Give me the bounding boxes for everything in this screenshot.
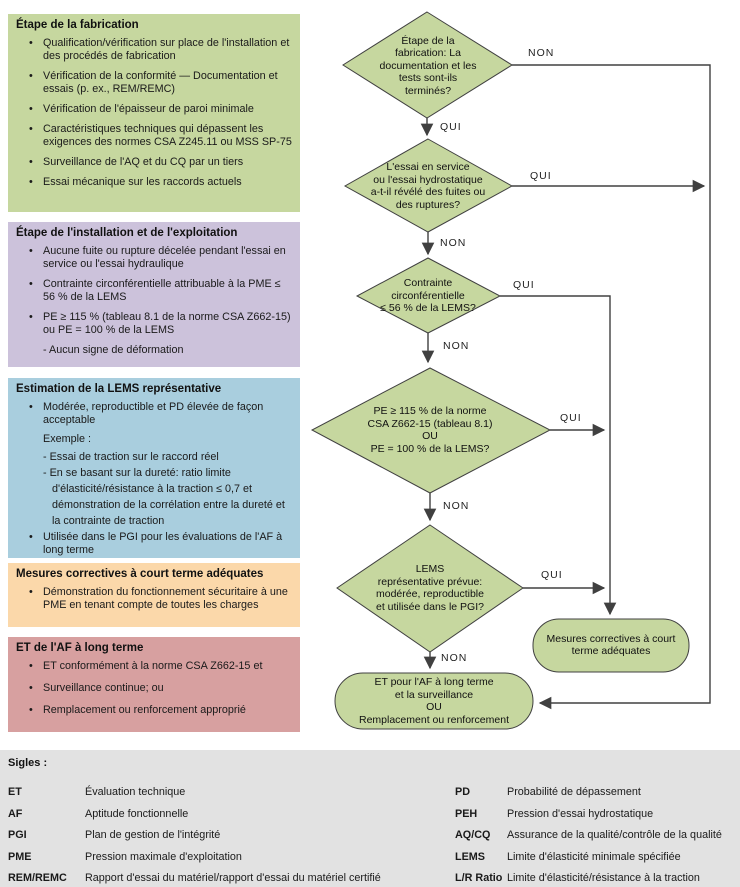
- lems-box-title: Estimation de la LEMS représentative: [16, 383, 222, 395]
- installation-box-title: Étape de l'installation et de l'exploita…: [16, 227, 238, 239]
- lems-estimation-box: Estimation de la LEMS représentative Mod…: [8, 378, 300, 558]
- list-item: Modérée, reproductible et PD élevée de f…: [16, 401, 292, 427]
- example-dash-list: - Essai de traction sur le raccord réel …: [43, 449, 292, 529]
- fabrication-box-title: Étape de la fabrication: [16, 19, 139, 31]
- list-item: Remplacement ou renforcement approprié: [16, 704, 292, 717]
- long-term-assessment-title: ET de l'AF à long terme: [16, 642, 144, 654]
- edge-label-qui: QUI: [513, 279, 535, 291]
- sigle-def: Rapport d'essai du matériel/rapport d'es…: [85, 872, 381, 884]
- list-item: Qualification/vérification sur place de …: [16, 37, 292, 63]
- sigles-legend: Sigles : ET Évaluation technique PD Prob…: [0, 750, 740, 887]
- list-item: ET conformément à la norme CSA Z662-15 e…: [16, 660, 292, 673]
- sigle-term: REM/REMC: [8, 872, 67, 884]
- sigle-term: PGI: [8, 829, 27, 841]
- list-item: Aucune fuite ou rupture décelée pendant …: [16, 245, 292, 271]
- corrective-measures-title: Mesures correctives à court terme adéqua…: [16, 568, 264, 580]
- sigle-term: AQ/CQ: [455, 829, 491, 841]
- sigle-term: PEH: [455, 807, 478, 820]
- list-item: Vérification de l'épaisseur de paroi min…: [16, 103, 292, 116]
- terminal-node-text: ET pour l'AF à long terme et la surveill…: [359, 676, 509, 726]
- sigle-row: ET Évaluation technique PD Probabilité d…: [8, 785, 734, 799]
- sigle-def: Plan de gestion de l'intégrité: [85, 829, 221, 841]
- edge-label-non: NON: [441, 652, 468, 664]
- corrective-measures-box: Mesures correctives à court terme adéqua…: [8, 563, 300, 627]
- decision-lems-text: LEMS représentative prévue: modérée, rep…: [376, 563, 484, 613]
- edge-label-non: NON: [440, 237, 467, 249]
- sigle-term: ET: [8, 786, 22, 798]
- installation-bullet-list: Aucune fuite ou rupture décelée pendant …: [16, 245, 292, 357]
- fabrication-bullet-list: Qualification/vérification sur place de …: [16, 37, 292, 189]
- dash-list-item: - Essai de traction sur le raccord réel: [43, 451, 219, 463]
- sigle-term: L/R Ratio: [455, 872, 503, 884]
- list-item: Utilisée dans le PGI pour les évaluation…: [16, 531, 292, 557]
- list-item-text: PE ≥ 115 % (tableau 8.1 de la norme CSA …: [43, 311, 291, 336]
- sigle-def: Aptitude fonctionnelle: [85, 807, 189, 820]
- sigle-term: AF: [8, 807, 23, 820]
- sigle-def: Assurance de la qualité/contrôle de la q…: [507, 829, 722, 841]
- lems-bullet-list-2: Utilisée dans le PGI pour les évaluation…: [16, 531, 292, 557]
- edge-label-qui: QUI: [440, 121, 462, 133]
- list-item: PE ≥ 115 % (tableau 8.1 de la norme CSA …: [16, 311, 292, 357]
- edge-label-qui: QUI: [560, 412, 582, 424]
- decision-hydro-test-text: L'essai en service ou l'essai hydrostati…: [370, 161, 486, 211]
- corrective-measures-list: Démonstration du fonctionnement sécurita…: [16, 586, 292, 612]
- corrective-measures-node-text: Mesures correctives à court terme adéqua…: [546, 632, 676, 658]
- sigles-title: Sigles :: [8, 757, 48, 769]
- sigle-row: REM/REMC Rapport d'essai du matériel/rap…: [8, 871, 734, 885]
- sigles-grid: ET Évaluation technique PD Probabilité d…: [8, 785, 734, 887]
- sub-list-item: - Aucun signe de déformation: [43, 344, 184, 356]
- sigle-row: AF Aptitude fonctionnelle PEH Pression d…: [8, 807, 734, 821]
- sigle-def: Probabilité de dépassement: [507, 786, 641, 798]
- list-item: Contrainte circonférentielle attribuable…: [16, 278, 292, 304]
- decision-hoop-stress-text: Contrainte circonférentielle ≤ 56 % de l…: [380, 277, 476, 315]
- sigle-def: Pression maximale d'exploitation: [85, 850, 242, 863]
- sigle-term: PME: [8, 850, 32, 863]
- list-item: Vérification de la conformité — Document…: [16, 70, 292, 96]
- sigle-def: Pression d'essai hydrostatique: [507, 807, 654, 820]
- edge-label-non: NON: [443, 340, 470, 352]
- sigle-row: PGI Plan de gestion de l'intégrité AQ/CQ…: [8, 828, 734, 842]
- long-term-assessment-box: ET de l'AF à long terme ET conformément …: [8, 637, 300, 732]
- lems-bullet-list: Modérée, reproductible et PD élevée de f…: [16, 401, 292, 427]
- sigle-def: Limite d'élasticité minimale spécifiée: [507, 850, 681, 863]
- edge-d1-non-to-terminal: [512, 64, 711, 710]
- dash-list-item: - En se basant sur la dureté: ratio limi…: [43, 467, 285, 527]
- sigle-def: Évaluation technique: [85, 786, 186, 798]
- sigle-row: PME Pression maximale d'exploitation LEM…: [8, 850, 734, 864]
- edge-label-qui: QUI: [530, 170, 552, 182]
- list-item: Essai mécanique sur les raccords actuels: [16, 176, 292, 189]
- decision-pe-text: PE ≥ 115 % de la norme CSA Z662-15 (tabl…: [367, 405, 493, 455]
- list-item: Caractéristiques techniques qui dépassen…: [16, 123, 292, 149]
- example-label: Exemple :: [43, 433, 92, 445]
- list-item: Surveillance de l'AQ et du CQ par un tie…: [16, 156, 292, 169]
- sigle-term: LEMS: [455, 850, 485, 863]
- sigle-def: Limite d'élasticité/résistance à la trac…: [507, 872, 700, 884]
- list-item: Démonstration du fonctionnement sécurita…: [16, 586, 292, 612]
- decision-fabrication-text: Étape de la fabrication: La documentatio…: [379, 34, 477, 97]
- sigle-term: PD: [455, 786, 470, 798]
- list-item: Surveillance continue; ou: [16, 682, 292, 695]
- fabrication-box: Étape de la fabrication Qualification/vé…: [8, 14, 300, 212]
- edge-label-non: NON: [443, 500, 470, 512]
- installation-box: Étape de l'installation et de l'exploita…: [8, 222, 300, 367]
- edge-label-qui: QUI: [541, 569, 563, 581]
- edge-label-non: NON: [528, 47, 555, 59]
- long-term-assessment-list: ET conformément à la norme CSA Z662-15 e…: [16, 660, 292, 717]
